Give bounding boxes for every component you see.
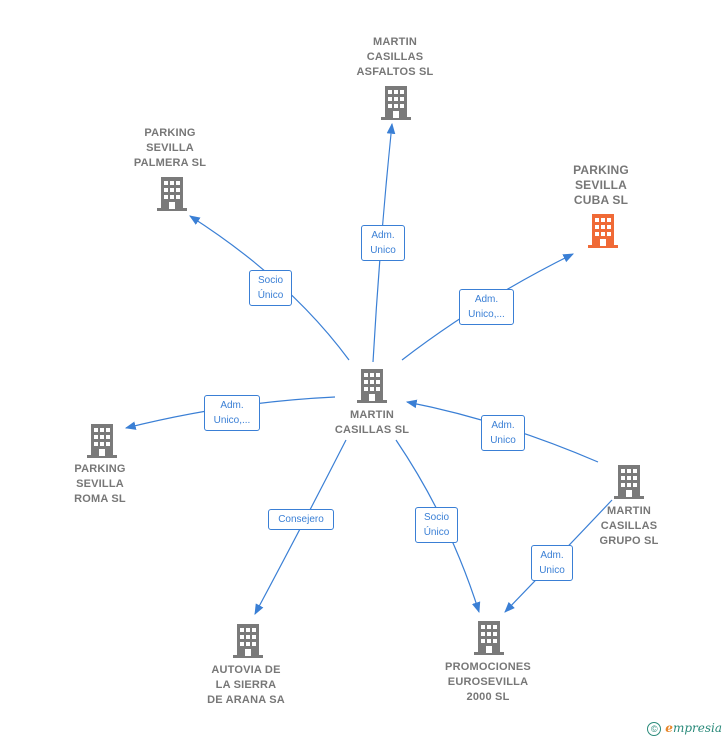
edge-label-center-autovia: Consejero — [268, 509, 334, 530]
building-icon — [474, 621, 504, 655]
node-label-grupo[interactable]: MARTIN CASILLAS GRUPO SL — [599, 505, 659, 547]
node-label-center[interactable]: MARTIN CASILLAS SL — [334, 409, 410, 436]
building-icon-highlighted — [588, 214, 618, 248]
copyright-footer: ©empresia — [647, 721, 722, 736]
edge-label-grupo-center: Adm. Unico — [481, 415, 525, 451]
brand-logo: empresia — [665, 721, 722, 735]
edge-label-center-palmera: Socio Único — [249, 270, 292, 306]
copyright-icon: © — [647, 722, 662, 736]
node-label-roma[interactable]: PARKING SEVILLA ROMA SL — [74, 463, 126, 505]
node-label-cuba[interactable]: PARKING SEVILLA CUBA SL — [573, 163, 629, 207]
building-icon — [614, 465, 644, 499]
edge-label-center-asfaltos: Adm. Unico — [361, 225, 405, 261]
node-label-promociones[interactable]: PROMOCIONES EUROSEVILLA 2000 SL — [445, 661, 531, 703]
node-label-palmera[interactable]: PARKING SEVILLA PALMERA SL — [133, 127, 207, 169]
building-icon — [381, 86, 411, 120]
node-label-autovia[interactable]: AUTOVIA DE LA SIERRA DE ARANA SA — [207, 664, 285, 706]
node-label-asfaltos[interactable]: MARTIN CASILLAS ASFALTOS SL — [356, 36, 434, 78]
edge-label-center-promociones: Socio Único — [415, 507, 458, 543]
edge-label-grupo-promociones: Adm. Unico — [531, 545, 573, 581]
building-icon — [87, 424, 117, 458]
edge-label-center-cuba: Adm. Unico,... — [459, 289, 514, 325]
building-icon — [233, 624, 263, 658]
building-icon — [357, 369, 387, 403]
edge-label-center-roma: Adm. Unico,... — [204, 395, 260, 431]
building-icon — [157, 177, 187, 211]
